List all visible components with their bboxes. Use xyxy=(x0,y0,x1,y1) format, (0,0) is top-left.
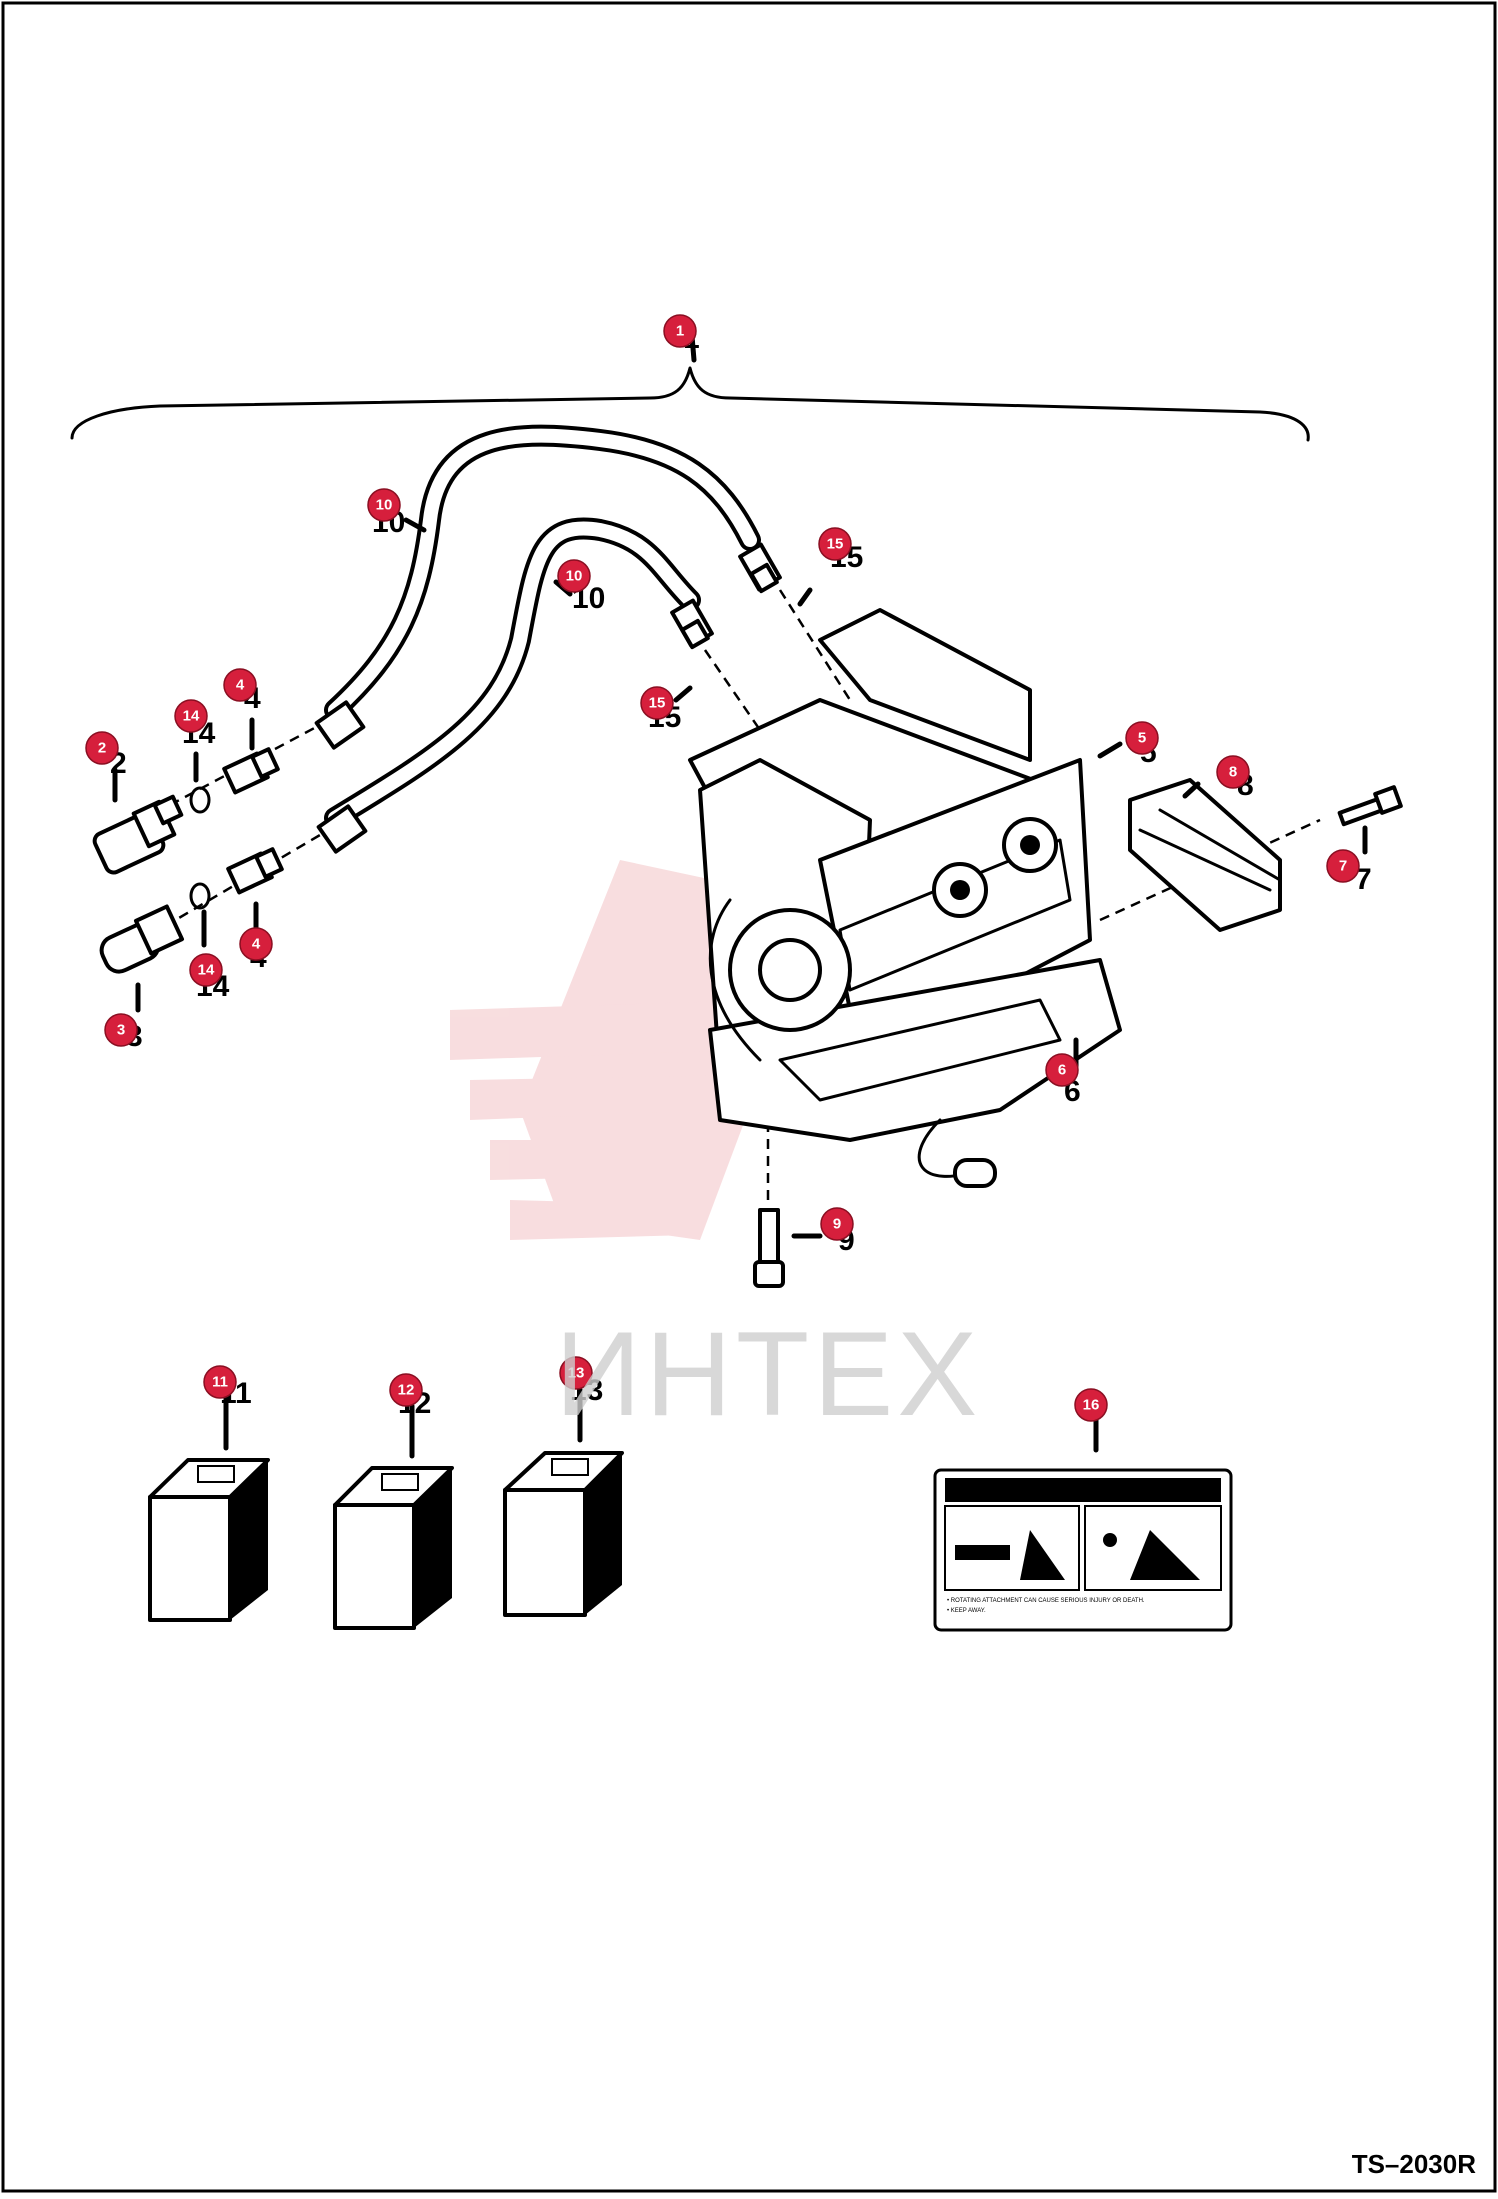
assembly-brace xyxy=(70,366,1310,442)
o-ring xyxy=(189,786,211,814)
leader-lines xyxy=(112,333,1368,1459)
bolt-small xyxy=(1337,785,1403,827)
callout-14b[interactable]: 14 xyxy=(189,953,223,987)
callout-11[interactable]: 11 xyxy=(203,1365,237,1399)
watermark-text: ИНТЕХ xyxy=(555,1307,982,1441)
callout-4a[interactable]: 4 xyxy=(223,668,257,702)
callout-15a[interactable]: 15 xyxy=(818,527,852,561)
callout-10a[interactable]: 10 xyxy=(367,488,401,522)
svg-text:10: 10 xyxy=(566,568,583,585)
svg-text:6: 6 xyxy=(1058,1062,1066,1079)
callout-7[interactable]: 7 xyxy=(1326,849,1360,883)
hose-fitting-lower-left xyxy=(316,804,368,854)
wear-strip xyxy=(1128,778,1282,932)
svg-text:2: 2 xyxy=(98,740,106,757)
callout-8[interactable]: 8 xyxy=(1216,755,1250,789)
hose-fitting-upper-right xyxy=(738,542,782,594)
callout-4b[interactable]: 4 xyxy=(239,927,273,961)
warning-decal: • ROTATING ATTACHMENT CAN CAUSE SERIOUS … xyxy=(933,1468,1233,1632)
callout-13[interactable]: 13 xyxy=(559,1356,593,1390)
svg-text:14: 14 xyxy=(198,962,215,979)
callout-16[interactable]: 16 xyxy=(1074,1388,1108,1422)
bolt-cap-screw xyxy=(753,1208,785,1288)
svg-text:3: 3 xyxy=(117,1022,125,1039)
callout-9[interactable]: 9 xyxy=(820,1207,854,1241)
svg-text:5: 5 xyxy=(1138,730,1146,747)
svg-text:7: 7 xyxy=(1339,858,1347,875)
svg-text:7: 7 xyxy=(1355,863,1372,896)
adapter-fitting xyxy=(226,847,284,895)
svg-text:4: 4 xyxy=(236,677,245,694)
svg-text:4: 4 xyxy=(252,936,261,953)
hose-fitting-upper-left xyxy=(314,700,366,750)
callout-5[interactable]: 5 xyxy=(1125,721,1159,755)
callout-3[interactable]: 3 xyxy=(104,1013,138,1047)
drawing-code: TS–2030R xyxy=(1351,2149,1476,2179)
svg-text:10: 10 xyxy=(376,497,393,514)
svg-text:16: 16 xyxy=(1083,1397,1100,1414)
svg-text:15: 15 xyxy=(827,536,844,553)
decal-caption-line1: • ROTATING ATTACHMENT CAN CAUSE SERIOUS … xyxy=(947,1598,1145,1604)
manual-book xyxy=(333,1466,454,1630)
callout-15b[interactable]: 15 xyxy=(640,686,674,720)
coupler-female xyxy=(92,794,184,875)
hydraulic-hose-upper xyxy=(324,424,761,721)
adapter-fitting xyxy=(222,747,280,795)
o-ring xyxy=(189,882,211,910)
svg-text:8: 8 xyxy=(1229,764,1237,781)
callout-6[interactable]: 6 xyxy=(1045,1053,1079,1087)
decal-caption-line2: • KEEP AWAY. xyxy=(947,1608,986,1614)
svg-text:15: 15 xyxy=(649,695,666,712)
hose-fitting-lower-right xyxy=(670,598,714,650)
alignment-line xyxy=(778,589,852,701)
manual-book xyxy=(148,1458,270,1622)
alignment-line xyxy=(703,649,762,731)
callout-14a[interactable]: 14 xyxy=(174,699,208,733)
callout-2[interactable]: 2 xyxy=(85,731,119,765)
svg-text:11: 11 xyxy=(212,1374,228,1391)
svg-text:9: 9 xyxy=(833,1216,841,1233)
hydraulic-hose-lower xyxy=(324,517,701,829)
svg-text:14: 14 xyxy=(183,708,200,725)
manual-book xyxy=(503,1451,624,1617)
mounting-bracket xyxy=(688,608,1122,1188)
coupler-male xyxy=(99,904,185,974)
svg-text:13: 13 xyxy=(568,1365,585,1382)
callout-10b[interactable]: 10 xyxy=(557,559,591,593)
svg-text:1: 1 xyxy=(676,323,684,340)
callout-12[interactable]: 12 xyxy=(389,1373,423,1407)
callout-1[interactable]: 1 xyxy=(663,314,697,348)
svg-text:12: 12 xyxy=(398,1382,415,1399)
